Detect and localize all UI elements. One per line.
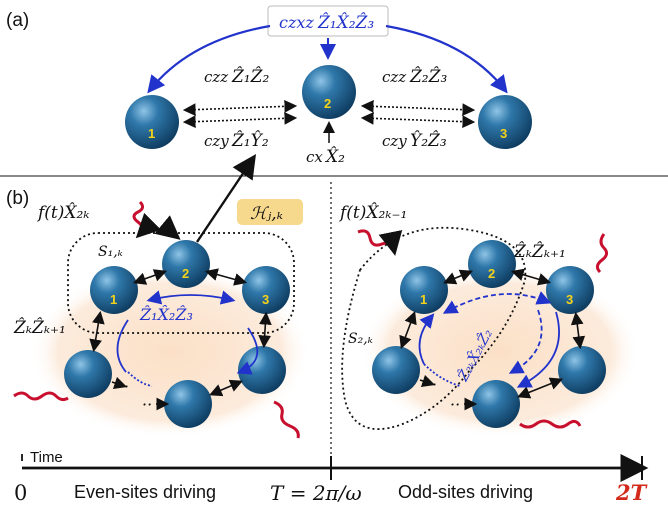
drive-even-label: f(t)X̂₂ₖ: [36, 203, 90, 223]
node-b-right-6: [558, 346, 606, 394]
panel-b-label: (b): [6, 188, 29, 209]
left-edge-23: [204, 268, 248, 286]
drive-wave-odd-bottom: [519, 419, 582, 429]
zz-left-label: ẐₖẐₖ₊₁: [13, 317, 66, 338]
right-cluster-arc-dotted: [423, 363, 461, 387]
x-coef: cx: [306, 148, 323, 166]
svg-text:1: 1: [110, 292, 117, 307]
zoom-arrow: [196, 154, 257, 243]
zy-left-coef: czy: [204, 132, 229, 150]
zxz-arrow-to-3: [385, 24, 508, 94]
right-cluster-arc-right: [516, 311, 560, 388]
node-a1: 1: [125, 95, 179, 149]
timeline-end-label: 2T: [615, 480, 648, 505]
drive-wave-odd-right: [595, 233, 609, 274]
svg-text:1: 1: [420, 292, 427, 307]
set-even-label: S₁,ₖ: [98, 244, 123, 260]
hamiltonian-box: [237, 199, 303, 225]
left-edge-36: [258, 311, 272, 349]
left-cluster-arrow-right: [236, 327, 259, 375]
node-b-left-3: 3: [242, 266, 290, 314]
right-edge-23: [510, 268, 552, 286]
svg-text:3: 3: [262, 292, 269, 307]
svg-text:3: 3: [566, 292, 573, 307]
zy-right-coef: czy: [382, 132, 407, 150]
zz-right-coef: czz: [382, 68, 406, 86]
node-b-left-6: [238, 346, 286, 394]
zy-left-arrow: [182, 111, 298, 129]
zy-right-arrow: [360, 111, 476, 129]
drive-odd-label: f(t)X̂₂ₖ₋₁: [338, 203, 407, 223]
svg-text:2: 2: [324, 96, 331, 111]
right-edge-56: [517, 377, 563, 399]
zy-right-op: Ŷ₂Ẑ₃: [410, 130, 447, 151]
drive-arrow-even-top: [154, 215, 181, 240]
node-a2: 2: [302, 65, 356, 119]
node-b-right-5: [472, 380, 520, 428]
node-b-right-2: 2: [468, 240, 516, 288]
zxz-term-box: [267, 5, 389, 37]
right-edge-12: [443, 269, 473, 285]
left-cluster-arc-left: [116, 319, 129, 373]
node-b-right-1: 1: [400, 266, 448, 314]
left-edge-12: [132, 269, 168, 285]
left-edge-4-dots: [111, 376, 128, 390]
right-dots-1: ·: [432, 375, 437, 394]
drive-wave-even-right: [273, 400, 300, 439]
drive-wave-even-top: [132, 200, 162, 239]
x-op: X̂₂: [324, 147, 345, 167]
zz-left-arrow: [182, 99, 298, 117]
node-a3: 3: [478, 95, 532, 149]
drive-wave-even-left: [13, 391, 69, 402]
timeline-odd-label: Odd-sites driving: [398, 482, 533, 502]
node-b-right-3: 3: [546, 266, 594, 314]
zz-left-coef: czz: [204, 68, 228, 86]
zz-right-label: ẐₖẐₖ₊₁: [513, 241, 566, 262]
svg-text:3: 3: [500, 126, 507, 141]
zz-right-arrow: [360, 99, 476, 117]
timeline-mid-label: T = 2π/ω: [270, 481, 362, 505]
zxz-arrow-to-1: [147, 24, 271, 94]
right-cluster-arc-top: [442, 291, 552, 314]
left-edge-14: [89, 310, 105, 353]
cluster-even-label: Ẑ₁X̂₂Ẑ₃: [139, 304, 193, 324]
node-b-left-1: 1: [90, 266, 138, 314]
right-edge-4-dots: [419, 374, 436, 388]
panel-a-label: (a): [6, 10, 29, 31]
zxz-op: Ẑ₁X̂₂Ẑ₃: [317, 12, 374, 33]
right-edge-14: [399, 311, 417, 349]
node-b-right-4: [372, 346, 420, 394]
node-b-left-2: 2: [162, 240, 210, 288]
svg-text:2: 2: [488, 266, 495, 281]
svg-text:2: 2: [182, 266, 189, 281]
zxz-coef: czxz: [279, 13, 314, 32]
left-dots-2: ··: [142, 395, 152, 414]
timeline-origin: 0: [14, 481, 27, 505]
drive-wave-odd-top: [357, 229, 403, 256]
right-dots-2: ··: [450, 395, 460, 414]
right-cluster-arc-left: [418, 313, 435, 365]
zy-left-op: Ẑ₁Ŷ₂: [231, 130, 269, 151]
hamiltonian-label: ℋⱼ,ₖ: [250, 204, 283, 224]
node-b-left-5: [164, 380, 212, 428]
left-dots-1: ·: [124, 377, 129, 396]
left-cluster-arc-top: [146, 290, 236, 305]
zz-right-op: Ẑ₂Ẑ₃: [409, 66, 447, 87]
left-edge-56: [209, 379, 243, 397]
right-cluster-arc-right-inner: [508, 309, 543, 374]
right-edge-36: [570, 311, 586, 350]
svg-text:1: 1: [148, 126, 155, 141]
zz-left-op: Ẑ₁Ẑ₂: [231, 66, 269, 87]
node-b-left-4: [64, 350, 112, 398]
timeline-even-label: Even-sites driving: [74, 482, 216, 502]
set-odd-label: S₂,ₖ: [348, 331, 373, 347]
timeline-title: Time: [30, 449, 63, 466]
